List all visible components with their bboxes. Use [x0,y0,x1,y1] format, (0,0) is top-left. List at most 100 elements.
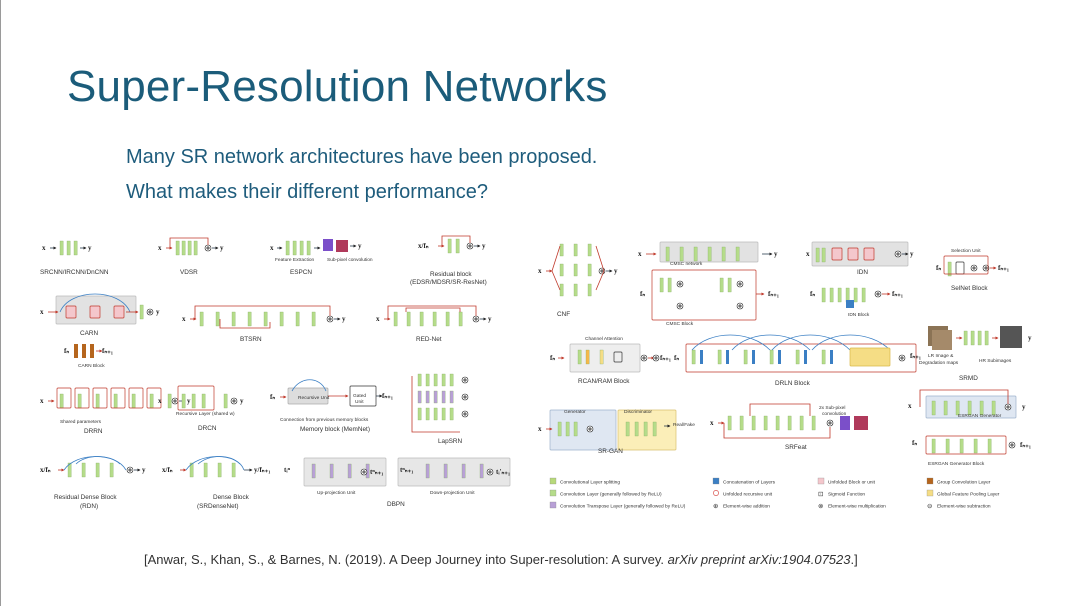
io-label: x [538,267,542,275]
label-rdn-2: (RDN) [80,503,98,510]
label-vdsr: VDSR [180,269,198,276]
label-cmsc-network: CMSC network [670,261,703,267]
skip-connection [749,403,811,416]
conv-layer [599,349,604,365]
concat-layer [846,300,854,308]
conv-layer [231,311,236,327]
conv-layer [659,277,664,293]
conv-layer [59,240,64,256]
io-label: y [1022,403,1026,411]
skip-connection [169,237,209,248]
legend-symbol [926,489,934,497]
label-dense-block: Dense Block [213,494,250,501]
skip-connection [59,293,131,313]
conv-layer [433,390,438,404]
conv-layer [931,400,936,416]
conv-layer [149,393,154,409]
skip-connection [595,245,605,291]
conv-layer [461,463,466,479]
io-label: y [88,244,92,252]
legend-symbol: ⊕ [713,503,718,510]
legend-symbol [712,477,720,485]
label-residual-block: Residual block [430,271,472,278]
label-gated-1: Gated [353,393,366,399]
skip-connection [387,305,477,319]
conv-layer [73,240,78,256]
conv-layer [441,390,446,404]
label-discriminator: Discriminator [624,409,652,415]
conv-layer [652,421,657,437]
conv-layer [77,393,82,409]
io-label: x [908,402,912,410]
slide-title: Super-Resolution Networks [67,62,608,111]
io-label: fₙ [550,354,555,362]
label-lr-image-2: Degradation maps [919,360,959,366]
block [651,269,757,321]
io-label: tⁿₙ₊₁ [370,468,383,476]
conv-layer [787,415,792,431]
conv-layer [557,421,562,437]
label-red-net: RED-Net [416,336,442,343]
io-label: y [142,466,146,474]
conv-layer [201,393,206,409]
conv-layer [743,349,748,365]
concat-layer [778,350,781,364]
skip-connection [441,235,471,246]
conv-layer [577,349,582,365]
skip-connection [731,334,811,351]
io-label: y [358,242,362,250]
conv-layer [665,246,670,262]
block [177,385,215,411]
conv-layer [775,415,780,431]
skip-connection [194,305,331,319]
io-label: tᵢⁿ [284,466,291,474]
conv-layer [417,390,422,404]
label-dbpn: DBPN [387,501,405,508]
conv-layer [433,407,438,421]
conv-layer [717,349,722,365]
concat-layer [726,350,729,364]
conv-layer [441,407,446,421]
conv-layer [215,311,220,327]
conv-layer [769,349,774,365]
label-2x-subpixel-1: 2x Sub-pixel [819,405,845,411]
io-label: x [158,244,162,252]
label-2x-subpixel-2: convolution [822,411,847,417]
legend-label: Convolutional Layer splitting [560,480,620,486]
conv-layer [837,287,842,303]
conv-layer [175,240,180,256]
label-memory-connection: Connection from previous memory blocks [280,417,369,423]
block [847,247,859,261]
conv-layer [455,238,460,254]
network-labels: SRCNN/IRCNN/DnCNN VDSR ESPCN Residual bl… [40,248,1012,510]
label-drln: DRLN Block [775,380,811,387]
conv-layer [433,373,438,387]
io-label: x [538,425,542,433]
conv-layer [279,311,284,327]
legend-label: Unfolded recursive unit [723,492,773,498]
label-idn: IDN [857,269,868,276]
concat-layer [700,350,703,364]
block [113,305,125,319]
label-channel-attention: Channel Attention [585,336,623,342]
label-carn-block: CARN Block [78,363,105,369]
conv-layer [625,421,630,437]
block [849,347,891,367]
label-cmsc-block: CMSC Block [666,321,694,327]
io-label: y [156,308,160,316]
legend-symbol [713,490,719,496]
label-down-projection: Down-projection Unit [430,490,475,496]
io-label: x [42,244,46,252]
label-lr-image-1: LR Image & [928,353,954,359]
io-label: x [40,397,44,405]
conv-layer [419,311,424,327]
io-label: y [614,267,618,275]
conv-layer [973,438,978,454]
label-srfeat: SRFeat [785,444,807,451]
conv-layer [967,400,972,416]
conv-layer [189,462,194,478]
block [863,247,875,261]
conv-layer [763,415,768,431]
conv-layer [829,287,834,303]
block [831,247,843,261]
